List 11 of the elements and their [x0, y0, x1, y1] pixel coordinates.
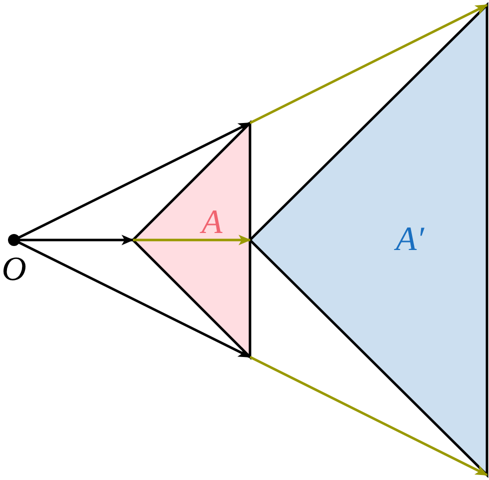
point-label: O — [2, 253, 26, 287]
triangle — [133, 123, 250, 357]
triangle-label: A — [202, 206, 222, 240]
arrow — [249, 356, 488, 476]
arrow — [133, 234, 252, 246]
arrow — [249, 4, 488, 124]
arrow — [17, 240, 251, 358]
arrow — [17, 122, 251, 240]
triangle-label: A′ — [396, 223, 424, 257]
arrow — [19, 234, 134, 246]
triangle — [250, 5, 487, 475]
